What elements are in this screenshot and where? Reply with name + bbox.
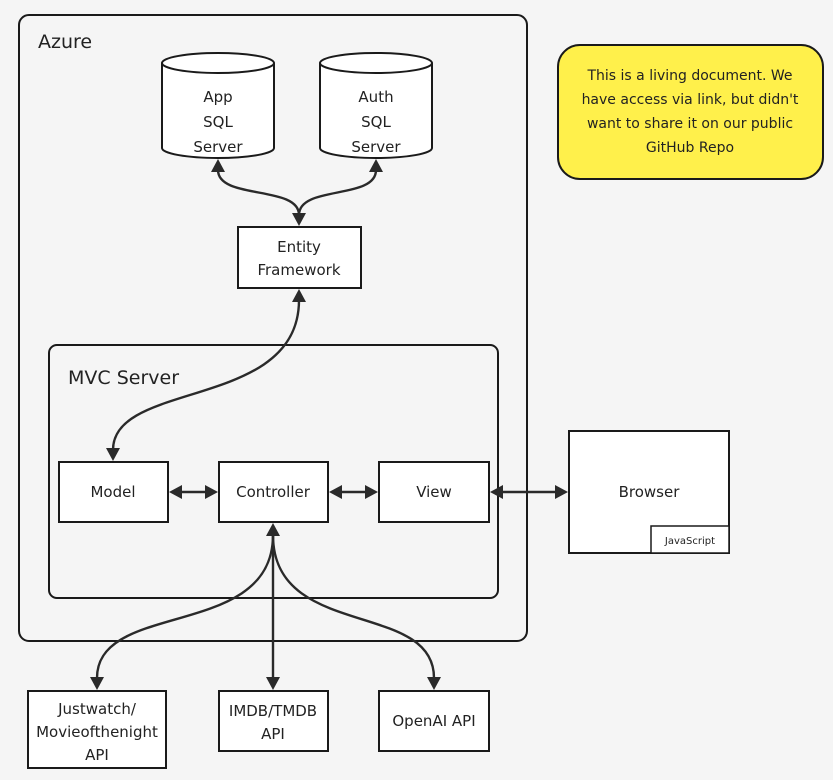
connector-auth-sql-entity xyxy=(297,169,378,216)
app-sql-label-1: App xyxy=(203,88,232,106)
connector-controller-openai xyxy=(271,534,436,679)
imdb-label-2: API xyxy=(261,725,285,743)
openai-api-box: OpenAI API xyxy=(378,690,490,752)
entity-framework-label-1: Entity xyxy=(277,238,321,256)
controller-box: Controller xyxy=(218,461,329,523)
arrowhead-app-sql xyxy=(211,159,225,172)
controller-label: Controller xyxy=(236,483,311,501)
arrowhead-controller-bottom xyxy=(266,523,280,536)
arrowhead-browser-left xyxy=(555,485,568,499)
openai-label: OpenAI API xyxy=(392,712,475,730)
arrowhead-entity-top xyxy=(292,213,306,226)
arrowhead-justwatch-top xyxy=(90,677,104,690)
browser-box: Browser JavaScript xyxy=(568,430,730,554)
arrowhead-controller-left xyxy=(205,485,218,499)
auth-sql-label-1: Auth xyxy=(358,88,393,106)
javascript-badge xyxy=(650,525,730,554)
model-box: Model xyxy=(58,461,169,523)
app-sql-label-3: Server xyxy=(193,138,243,156)
app-sql-server: App SQL Server xyxy=(161,52,275,159)
note-background xyxy=(557,44,824,180)
arrowhead-view-right xyxy=(490,485,503,499)
arrowhead-entity-bottom xyxy=(292,289,306,302)
arrowhead-view-left xyxy=(365,485,378,499)
note-line-2: have access via link, but didn't xyxy=(582,92,799,108)
justwatch-label-1: Justwatch/ xyxy=(57,700,137,718)
auth-sql-label-2: SQL xyxy=(361,113,391,131)
imdb-tmdb-api-box: IMDB/TMDB API xyxy=(218,690,329,752)
view-box: View xyxy=(378,461,490,523)
browser-label: Browser xyxy=(619,483,681,501)
sticky-note: This is a living document. We have acces… xyxy=(557,44,824,180)
arrowhead-openai-top xyxy=(427,677,441,690)
note-line-3: want to share it on our public xyxy=(587,116,793,132)
connector-entity-model xyxy=(111,299,301,451)
imdb-label-1: IMDB/TMDB xyxy=(229,702,317,720)
auth-sql-label-3: Server xyxy=(351,138,401,156)
note-line-4: GitHub Repo xyxy=(646,140,734,156)
note-line-1: This is a living document. We xyxy=(586,68,792,84)
justwatch-api-box: Justwatch/ Movieofthenight API xyxy=(27,690,167,769)
javascript-badge-label: JavaScript xyxy=(664,536,715,547)
view-label: View xyxy=(416,483,452,501)
entity-framework-box: Entity Framework xyxy=(237,226,362,289)
azure-title: Azure xyxy=(38,31,92,53)
auth-sql-server: Auth SQL Server xyxy=(319,52,433,159)
arrowhead-auth-sql xyxy=(369,159,383,172)
connector-controller-justwatch xyxy=(95,534,275,679)
arrowhead-model-right xyxy=(169,485,182,499)
arrowhead-imdb-top xyxy=(266,677,280,690)
mvc-server-title: MVC Server xyxy=(68,367,179,389)
connector-app-sql-entity xyxy=(216,169,301,216)
app-sql-label-2: SQL xyxy=(203,113,233,131)
arrowhead-model-top xyxy=(106,448,120,461)
entity-framework-label-2: Framework xyxy=(257,261,340,279)
arrowhead-controller-right xyxy=(329,485,342,499)
justwatch-label-3: API xyxy=(85,746,109,764)
justwatch-label-2: Movieofthenight xyxy=(36,723,158,741)
model-label: Model xyxy=(90,483,135,501)
